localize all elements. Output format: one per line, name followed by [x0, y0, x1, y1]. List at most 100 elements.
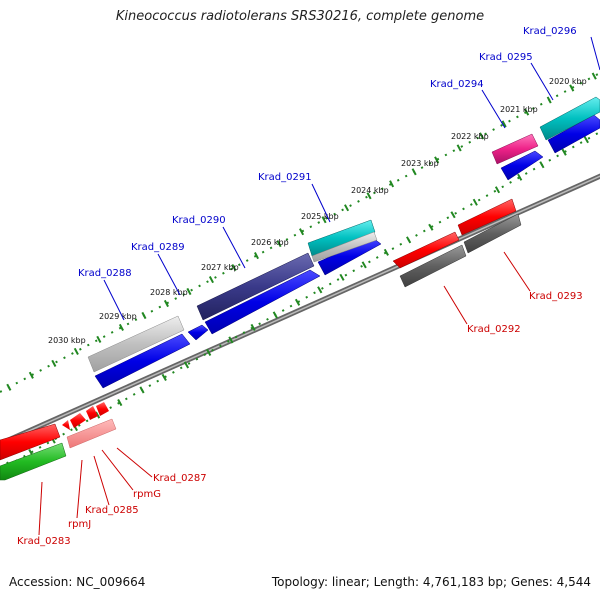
- scale-tick: [539, 161, 545, 169]
- gene-label[interactable]: rpmJ: [68, 519, 91, 530]
- gene-block-red[interactable]: [62, 420, 70, 430]
- scale-tick: [501, 120, 507, 128]
- scale-tick: [517, 173, 523, 181]
- gene-labels-upper: Krad_0296 Krad_0295 Krad_0294 Krad_0291 …: [78, 26, 577, 279]
- genome-summary-text: Topology: linear; Length: 4,761,183 bp; …: [271, 575, 591, 589]
- scale-tick: [317, 286, 323, 294]
- scale-tick: [366, 192, 372, 200]
- scale-tick: [434, 156, 440, 164]
- gene-label[interactable]: Krad_0293: [529, 291, 583, 302]
- scale-tick: [228, 336, 234, 344]
- scale-tick: [161, 373, 167, 381]
- scale-tick: [141, 311, 147, 320]
- callout-lines: [38, 36, 600, 536]
- gene-block-magenta[interactable]: [491, 133, 539, 165]
- gene-label[interactable]: Krad_0295: [479, 52, 533, 63]
- scale-tick: [6, 383, 12, 391]
- scale-tick: [450, 211, 456, 219]
- gene-label[interactable]: rpmG: [133, 489, 161, 500]
- gene-label[interactable]: Krad_0290: [172, 215, 226, 226]
- scale-tick: [294, 298, 301, 306]
- scale-tick: [383, 248, 389, 256]
- scale-tick: [272, 311, 278, 319]
- scale-tick: [406, 236, 412, 244]
- gene-block-blue[interactable]: [94, 333, 191, 389]
- scale-tick: [583, 136, 589, 144]
- scale-tick: [299, 228, 305, 236]
- scale-tick: [206, 348, 212, 356]
- gene-block-grey[interactable]: [463, 213, 522, 254]
- scale-tick: [276, 240, 282, 248]
- scale-tick: [254, 252, 259, 260]
- genome-backbone: [0, 173, 600, 447]
- scale-label: 2024 kbp: [351, 186, 389, 195]
- scale-track-upper: [0, 72, 600, 393]
- scale-tick: [524, 108, 530, 116]
- scale-tick: [118, 323, 124, 331]
- scale-tick: [339, 273, 345, 281]
- scale-label: 2030 kbp: [48, 336, 86, 345]
- scale-tick: [411, 168, 417, 176]
- gene-block-green[interactable]: [0, 442, 67, 481]
- gene-label[interactable]: Krad_0287: [153, 473, 207, 484]
- scale-tick: [389, 180, 395, 188]
- scale-tick: [546, 96, 552, 104]
- scale-tick: [569, 84, 575, 92]
- minus-strand-genes: [0, 198, 522, 481]
- gene-block-red[interactable]: [70, 413, 86, 428]
- plus-strand-genes: [94, 114, 600, 389]
- scale-label: 2020 kbp: [549, 77, 587, 86]
- gene-block-red[interactable]: [86, 406, 98, 420]
- scale-tick: [139, 386, 145, 394]
- gene-labels-lower: Krad_0293 Krad_0292 Krad_0287 rpmG Krad_…: [17, 291, 583, 547]
- gene-block-cyan[interactable]: [539, 96, 600, 141]
- gene-block-red[interactable]: [392, 231, 460, 269]
- gene-label[interactable]: Krad_0285: [85, 505, 139, 516]
- scale-tick: [163, 299, 169, 308]
- scale-labels: 2020 kbp 2021 kbp 2022 kbp 2023 kbp 2024…: [48, 77, 587, 345]
- scale-label: 2025 kbp: [301, 212, 339, 221]
- gene-block-cyan[interactable]: [307, 219, 376, 257]
- gene-block-red[interactable]: [0, 423, 61, 461]
- scale-tick: [117, 399, 123, 407]
- gene-label[interactable]: Krad_0292: [467, 324, 521, 335]
- scale-tick: [28, 371, 34, 379]
- gene-label[interactable]: Krad_0288: [78, 268, 132, 279]
- scale-label: 2023 kbp: [401, 159, 439, 168]
- gene-block-blue[interactable]: [204, 269, 321, 335]
- scale-label: 2026 kbp: [251, 238, 289, 247]
- scale-tick: [186, 287, 192, 296]
- gene-block-pink[interactable]: [66, 418, 117, 449]
- gene-block-grey[interactable]: [399, 244, 467, 288]
- scale-tick: [479, 132, 485, 140]
- scale-tick: [494, 186, 501, 194]
- scale-tick: [73, 347, 79, 355]
- scale-tick: [51, 359, 57, 367]
- scale-tick: [561, 148, 567, 156]
- scale-tick: [96, 335, 102, 343]
- gene-block-blue[interactable]: [500, 150, 544, 181]
- gene-label[interactable]: Krad_0283: [17, 536, 71, 547]
- gene-label[interactable]: Krad_0289: [131, 242, 185, 253]
- scale-tick: [361, 261, 367, 269]
- feature-blocks-upper: [87, 96, 600, 373]
- gene-block-red[interactable]: [457, 198, 517, 236]
- scale-tick: [321, 216, 327, 224]
- gene-label[interactable]: Krad_0296: [523, 26, 577, 37]
- gene-block-lightgrey[interactable]: [311, 231, 378, 263]
- scale-label: 2027 kbp: [201, 263, 239, 272]
- gene-block-red[interactable]: [96, 402, 109, 416]
- accession-text: Accession: NC_009664: [9, 575, 146, 589]
- gene-label[interactable]: Krad_0294: [430, 79, 484, 90]
- gene-block-lightgrey[interactable]: [87, 315, 185, 373]
- gene-block-navy[interactable]: [196, 252, 315, 321]
- gene-block-blue[interactable]: [187, 324, 209, 341]
- scale-tick: [472, 198, 478, 206]
- scale-label: 2028 kbp: [150, 288, 188, 297]
- scale-tick: [231, 264, 237, 272]
- scale-label: 2029 kbp: [99, 312, 137, 321]
- genome-title: Kineococcus radiotolerans SRS30216, comp…: [115, 9, 485, 24]
- scale-label: 2021 kbp: [500, 105, 538, 114]
- gene-label[interactable]: Krad_0291: [258, 172, 312, 183]
